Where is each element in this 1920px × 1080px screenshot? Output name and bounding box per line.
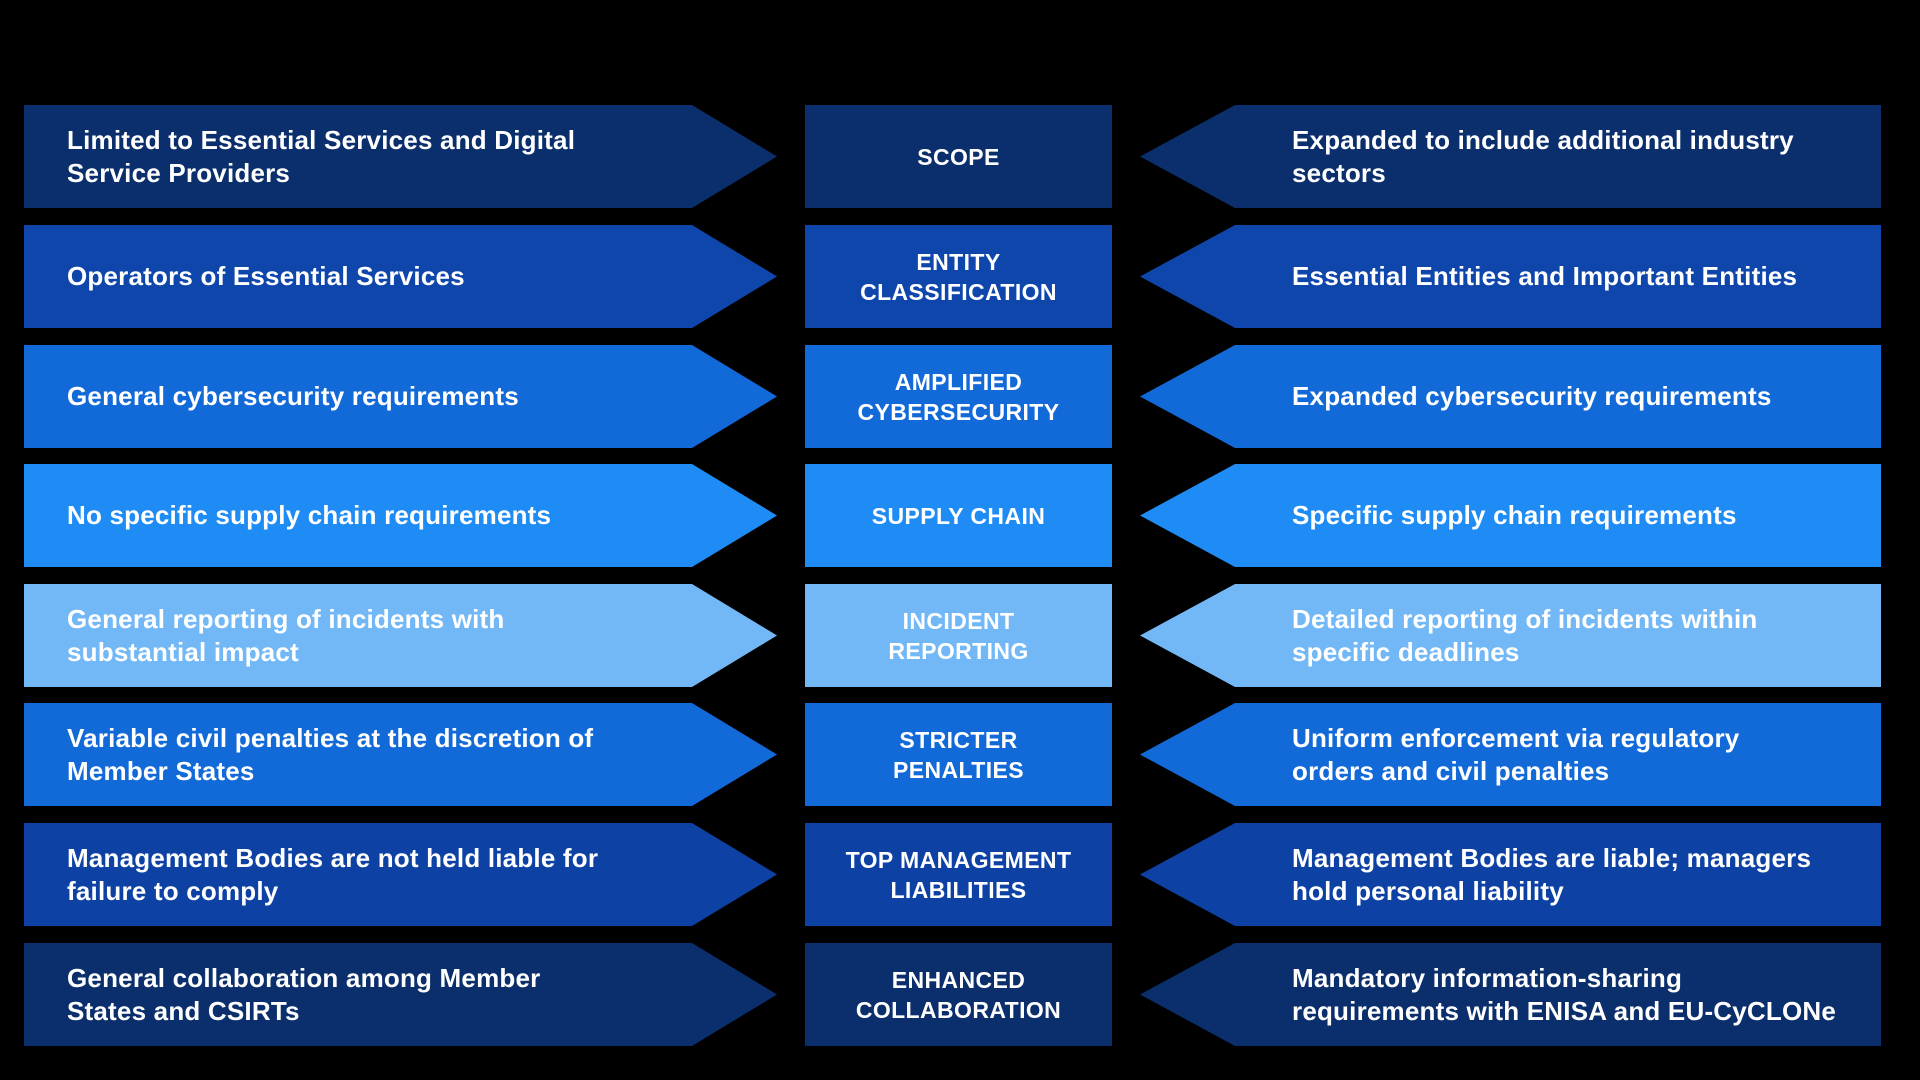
category-label: SCOPE: [917, 143, 1000, 170]
old-directive-text: Operators of Essential Services: [67, 261, 465, 291]
old-directive-arrow: Management Bodies are not held liable fo…: [24, 823, 777, 926]
new-directive-arrow: Expanded to include additional industry …: [1140, 105, 1881, 208]
new-directive-arrow: Management Bodies are liable; managers h…: [1140, 823, 1881, 926]
comparison-row-supply-chain: No specific supply chain requirements SU…: [0, 464, 1920, 567]
new-directive-text: Essential Entities and Important Entitie…: [1292, 261, 1798, 291]
new-directive-text: Specific supply chain requirements: [1292, 500, 1737, 530]
new-directive-text: Uniform enforcement via regulatory order…: [1292, 722, 1740, 786]
new-directive-arrow: Essential Entities and Important Entitie…: [1140, 225, 1881, 328]
category-label: ENTITY CLASSIFICATION: [860, 248, 1057, 305]
old-directive-arrow: Operators of Essential Services: [24, 225, 777, 328]
category-box: ENTITY CLASSIFICATION: [805, 225, 1112, 328]
comparison-row-enhanced-collaboration: General collaboration among Member State…: [0, 943, 1920, 1046]
new-directive-text: Management Bodies are liable; managers h…: [1292, 842, 1812, 906]
category-box: SCOPE: [805, 105, 1112, 208]
category-box: INCIDENT REPORTING: [805, 584, 1112, 687]
category-box: AMPLIFIED CYBERSECURITY: [805, 345, 1112, 448]
old-directive-text: General collaboration among Member State…: [67, 962, 541, 1026]
new-directive-arrow: Detailed reporting of incidents within s…: [1140, 584, 1881, 687]
comparison-row-amplified-cybersecurity: General cybersecurity requirements AMPLI…: [0, 345, 1920, 448]
old-directive-arrow: No specific supply chain requirements: [24, 464, 777, 567]
new-directive-text: Mandatory information-sharing requiremen…: [1292, 962, 1837, 1026]
old-directive-text: No specific supply chain requirements: [67, 500, 552, 530]
old-directive-arrow: General collaboration among Member State…: [24, 943, 777, 1046]
old-directive-arrow: Variable civil penalties at the discreti…: [24, 703, 777, 806]
category-label: SUPPLY CHAIN: [871, 502, 1046, 529]
category-label: STRICTER PENALTIES: [893, 726, 1024, 783]
comparison-row-top-management-liabilities: Management Bodies are not held liable fo…: [0, 823, 1920, 926]
category-box: TOP MANAGEMENT LIABILITIES: [805, 823, 1112, 926]
comparison-row-stricter-penalties: Variable civil penalties at the discreti…: [0, 703, 1920, 806]
old-directive-text: Management Bodies are not held liable fo…: [67, 842, 599, 906]
comparison-row-incident-reporting: General reporting of incidents with subs…: [0, 584, 1920, 687]
old-directive-arrow: General cybersecurity requirements: [24, 345, 777, 448]
old-directive-text: General reporting of incidents with subs…: [67, 603, 505, 667]
category-box: SUPPLY CHAIN: [805, 464, 1112, 567]
category-label: TOP MANAGEMENT LIABILITIES: [845, 846, 1072, 903]
old-directive-arrow: Limited to Essential Services and Digita…: [24, 105, 777, 208]
category-box: STRICTER PENALTIES: [805, 703, 1112, 806]
category-label: ENHANCED COLLABORATION: [855, 966, 1062, 1023]
new-directive-arrow: Expanded cybersecurity requirements: [1140, 345, 1881, 448]
new-directive-arrow: Mandatory information-sharing requiremen…: [1140, 943, 1881, 1046]
comparison-row-scope: Limited to Essential Services and Digita…: [0, 105, 1920, 208]
old-directive-text: Variable civil penalties at the discreti…: [67, 722, 594, 786]
new-directive-arrow: Uniform enforcement via regulatory order…: [1140, 703, 1881, 806]
old-directive-arrow: General reporting of incidents with subs…: [24, 584, 777, 687]
category-label: AMPLIFIED CYBERSECURITY: [857, 368, 1060, 425]
new-directive-arrow: Specific supply chain requirements: [1140, 464, 1881, 567]
new-directive-text: Expanded to include additional industry …: [1292, 124, 1794, 188]
category-label: INCIDENT REPORTING: [888, 607, 1029, 664]
new-directive-text: Detailed reporting of incidents within s…: [1292, 603, 1758, 667]
category-box: ENHANCED COLLABORATION: [805, 943, 1112, 1046]
comparison-row-entity-classification: Operators of Essential Services ENTITY C…: [0, 225, 1920, 328]
old-directive-text: General cybersecurity requirements: [67, 381, 519, 411]
new-directive-text: Expanded cybersecurity requirements: [1292, 381, 1772, 411]
old-directive-text: Limited to Essential Services and Digita…: [67, 124, 576, 188]
